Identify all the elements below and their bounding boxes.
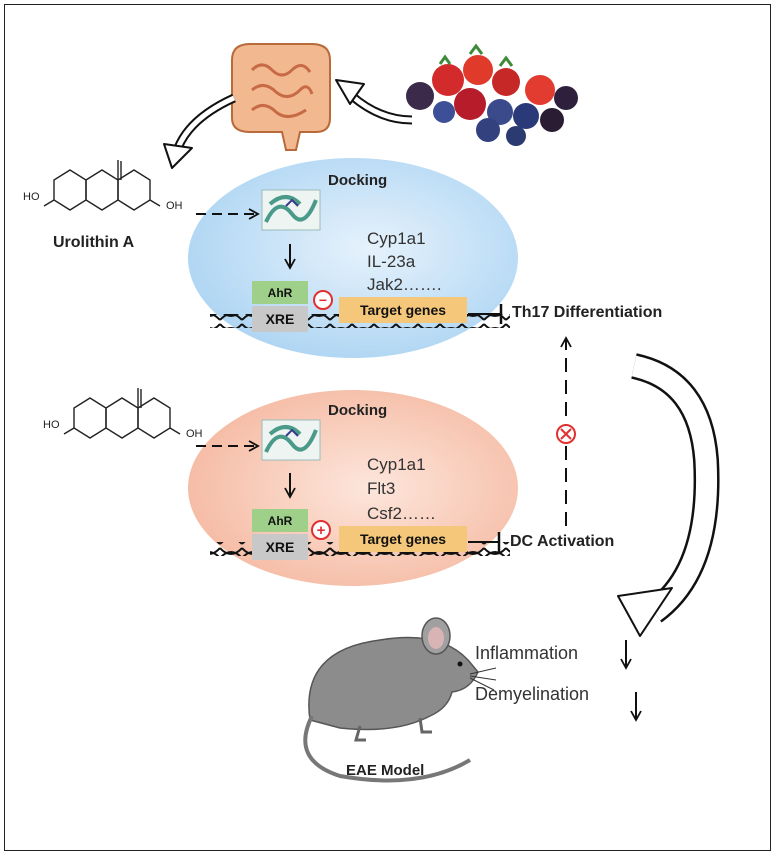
blocked-x-icon: [556, 424, 576, 444]
gene-bottom-0: Cyp1a1: [367, 455, 426, 474]
ahr-box-bottom: AhR: [252, 509, 308, 532]
docking-title-bottom: Docking: [328, 402, 388, 419]
mouse-icon: [303, 617, 497, 783]
urolithin-structure-top: [43, 160, 161, 211]
protein-icon-top: [261, 189, 321, 231]
gene-top-1: IL-23a: [367, 252, 416, 271]
gene-top-2: Jak2…….: [367, 275, 442, 294]
docking-title-top: Docking: [328, 172, 388, 189]
dc-activation-label: DC Activation: [510, 533, 615, 550]
oh-label-bottom: OH: [186, 428, 203, 440]
ho-label-bottom: HO: [43, 419, 60, 431]
eae-model-label: EAE Model: [346, 762, 425, 779]
minus-sign-icon: −: [313, 290, 333, 310]
target-genes-bottom: Target genes: [339, 526, 467, 552]
target-genes-top: Target genes: [339, 297, 467, 323]
protein-icon-bottom: [261, 419, 321, 461]
urolithin-label: Urolithin A: [53, 234, 135, 251]
urolithin-structure-bottom: [63, 388, 181, 439]
xre-box-bottom: XRE: [252, 534, 308, 560]
intestine-icon: [231, 43, 331, 151]
xre-box-top: XRE: [252, 306, 308, 332]
bottom-module-ellipse: [188, 390, 518, 586]
berries-to-intestine-arrow: [335, 79, 413, 125]
ahr-box-top: AhR: [252, 281, 308, 304]
berries-icon: [406, 43, 578, 146]
ho-label-top: HO: [23, 191, 40, 203]
oh-label-top: OH: [166, 200, 183, 212]
gene-bottom-2: Csf2……: [367, 504, 436, 523]
inflammation-label: Inflammation: [475, 643, 579, 663]
demyelination-label: Demyelination: [475, 684, 590, 704]
big-curved-arrow: [617, 353, 720, 637]
gene-bottom-1: Flt3: [367, 479, 396, 498]
intestine-to-urolithin-arrow: [163, 93, 236, 169]
gene-top-0: Cyp1a1: [367, 229, 426, 248]
th17-differentiation-label: Th17 Differentiation: [512, 304, 663, 321]
plus-sign-icon: +: [311, 520, 331, 540]
